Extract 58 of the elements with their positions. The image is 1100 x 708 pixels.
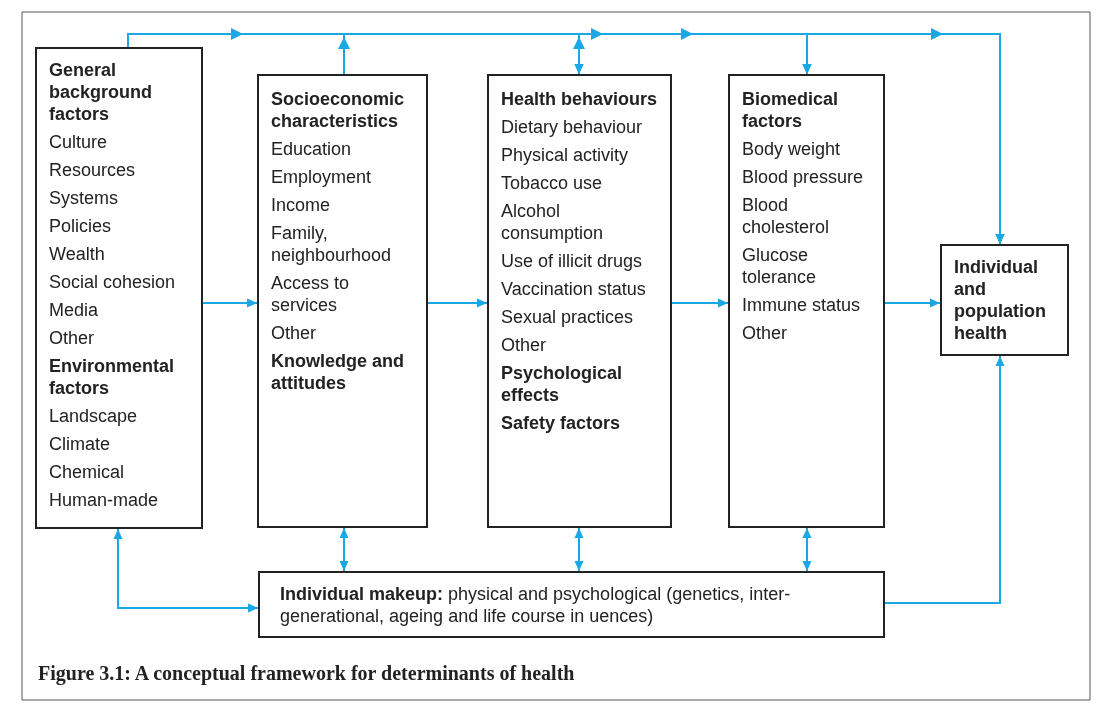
item-text: Income (271, 194, 332, 216)
arrow (202, 298, 258, 308)
arrow (671, 298, 729, 308)
heading-text: Knowledge and attitudes (271, 350, 405, 394)
arrow (574, 527, 584, 572)
item-text: Human-made (49, 489, 160, 511)
heading-text: Safety factors (501, 412, 622, 434)
item-text: Culture (49, 131, 109, 153)
arrow (884, 355, 1005, 604)
item-text: Blood cholesterol (742, 194, 831, 238)
item-text: Climate (49, 433, 111, 455)
item-text: Other (271, 322, 318, 344)
item-text: Blood pressure (742, 166, 865, 188)
item-text: Media (49, 299, 100, 321)
item-text: Body weight (742, 138, 842, 160)
item-text: Other (501, 334, 548, 356)
item-text: Resources (49, 159, 137, 181)
item-text: Use of illicit drugs (501, 250, 644, 272)
heading-text: Health behaviours (501, 88, 659, 110)
heading-text: General background factors (49, 59, 153, 125)
heading-text: Biomedical factors (742, 88, 840, 132)
arrow (884, 298, 941, 308)
item-text: Other (742, 322, 789, 344)
figure-caption: Figure 3.1: A conceptual framework for determinants of health (38, 662, 575, 685)
item-text: Glucose tolerance (742, 244, 818, 288)
item-text: Physical activity (501, 144, 630, 166)
item-text: Individual makeup: physical and psychological (genetics, inter-generational, ageing and life course in uences) (280, 583, 792, 627)
arrow (339, 527, 349, 572)
makeup-box (258, 571, 885, 638)
item-text: Systems (49, 187, 119, 209)
heading-text: Environmental factors (49, 355, 176, 399)
arrow (113, 528, 259, 613)
item-text: Wealth (49, 243, 106, 265)
item-text: Other (49, 327, 96, 349)
arrow (427, 298, 488, 308)
item-text: Access to services (271, 272, 351, 316)
item-text: Landscape (49, 405, 139, 427)
item-text: Policies (49, 215, 113, 237)
item-text: Employment (271, 166, 373, 188)
item-text: Dietary behaviour (501, 116, 644, 138)
item-text: Education (271, 138, 353, 160)
factor-list-box (728, 74, 885, 528)
item-text: Chemical (49, 461, 126, 483)
item-text: Family, neighbourhood (271, 222, 393, 266)
heading-text: Psychological effects (501, 362, 624, 406)
factor-list-box (257, 74, 428, 528)
item-text: Social cohesion (49, 271, 177, 293)
arrow (802, 527, 812, 572)
item-text: Immune status (742, 294, 862, 316)
item-text: Alcohol consumption (501, 200, 605, 244)
item-text: Sexual practices (501, 306, 635, 328)
outcome-box (940, 244, 1069, 356)
factor-list-box (35, 47, 203, 529)
factor-list-box (487, 74, 672, 528)
item-text: Tobacco use (501, 172, 604, 194)
heading-text: Socioeconomic characteristics (271, 88, 406, 132)
heading-text: Individual and population health (954, 256, 1047, 344)
item-text: Vaccination status (501, 278, 647, 300)
